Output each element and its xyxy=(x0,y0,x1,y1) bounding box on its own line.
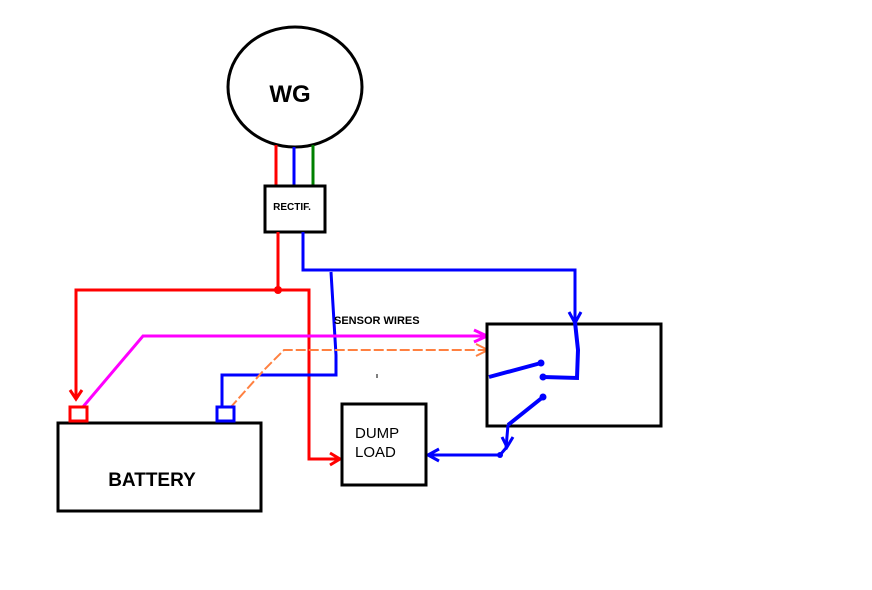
positive-arrow-battery xyxy=(68,389,84,402)
relay-contact-lower-dot xyxy=(539,393,547,401)
dump-load-label-line2: LOAD xyxy=(355,444,396,461)
battery-label: BATTERY xyxy=(108,470,196,491)
controller-output-arrow xyxy=(500,436,515,451)
dump-load-negative-wire xyxy=(428,424,510,457)
positive-wire-to-battery xyxy=(74,288,278,398)
sensor-wire-magenta xyxy=(80,334,485,409)
sensor-wire-orange xyxy=(229,349,487,409)
sensor-wire-negative-blue xyxy=(220,271,338,407)
battery-positive-terminal xyxy=(68,405,89,423)
dump-load-box xyxy=(340,402,428,487)
dump-load-label-line1: DUMP xyxy=(355,425,399,442)
relay-contact-upper-dot xyxy=(537,359,545,367)
dump-load-negative-dot xyxy=(497,452,503,458)
sensor-wires-label: SENSOR WIRES xyxy=(334,315,420,327)
wind-generator-label: WG xyxy=(269,81,310,108)
relay-contact-upper xyxy=(488,361,542,379)
dump-load-negative-arrow xyxy=(424,447,440,463)
battery-negative-terminal xyxy=(215,405,236,423)
negative-wire-to-controller xyxy=(301,232,577,322)
battery-box xyxy=(56,421,263,513)
relay-common-wire xyxy=(542,321,581,381)
relay-contact-lower xyxy=(506,395,545,427)
rectifier-box xyxy=(263,184,327,234)
positive-arrow-dump-load xyxy=(329,451,343,467)
rectifier-label: RECTIF. xyxy=(273,202,311,213)
relay-common-dot xyxy=(539,373,547,381)
charge-controller-box xyxy=(485,322,663,428)
